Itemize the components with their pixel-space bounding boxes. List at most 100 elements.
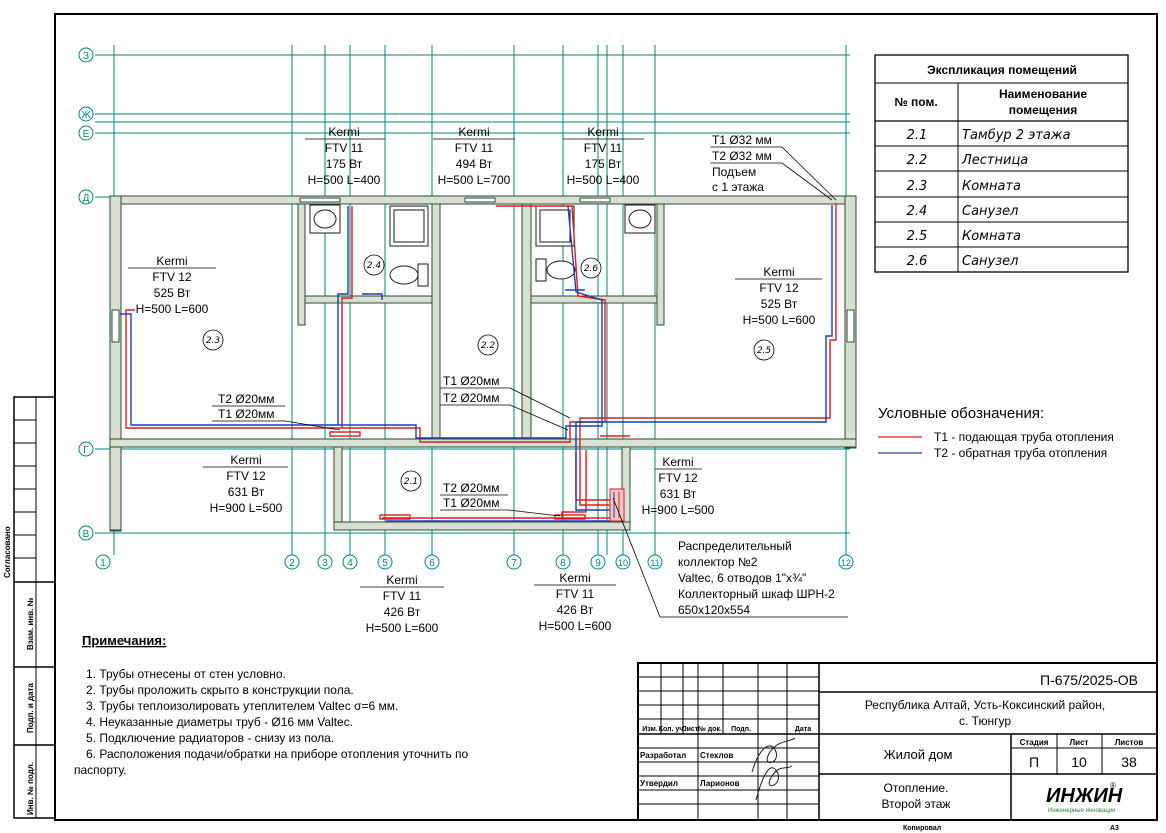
axis-number-bubbles <box>95 554 854 570</box>
stamp-sheet: 10 <box>1071 754 1087 770</box>
radiator-1-power: 175 Вт <box>326 157 363 171</box>
axis-grid <box>95 45 850 555</box>
radiator-4-brand: Kermi <box>156 254 187 268</box>
explication-row-1-no: 2.1 <box>907 128 928 143</box>
axis-label-zh: Ж <box>81 110 91 121</box>
radiator-7-size: H=900 L=500 <box>642 503 715 517</box>
axis-label-v: В <box>83 529 90 540</box>
stamp-address-2: с. Тюнгур <box>959 714 1011 728</box>
logo-registered: ® <box>1110 781 1116 790</box>
radiator-4-size: H=500 L=600 <box>136 302 209 316</box>
sanitary-fixtures <box>309 204 656 287</box>
stamp-code: П-675/2025-ОВ <box>1040 672 1138 688</box>
collector-line-3: Valtec, 6 отводов 1"x¾" <box>678 571 806 585</box>
axis-num-3: 3 <box>322 558 328 569</box>
radiator-7-brand: Kermi <box>662 455 693 469</box>
note-5: 5. Подключение радиаторов - снизу из пол… <box>86 731 334 745</box>
explication-row-5-no: 2.5 <box>907 229 928 244</box>
side-agreed: Согласовано <box>3 526 12 578</box>
axis-num-6: 6 <box>429 558 435 569</box>
note-1: 1. Трубы отнесены от стен условно. <box>86 667 286 681</box>
footer-copied: Копировал <box>903 825 941 832</box>
radiator-6-model: FTV 12 <box>226 469 266 483</box>
room-bubbles <box>202 254 775 492</box>
side-podp: Подп. и дата <box>26 683 35 733</box>
radiator-2-size: H=500 L=700 <box>438 173 511 187</box>
note-6: 6. Расположения подачи/обратки на прибор… <box>86 747 469 761</box>
radiator-3-brand: Kermi <box>587 125 618 139</box>
legend-title: Условные обозначения: <box>878 405 1044 422</box>
riser-note-1: Подъем <box>712 165 756 179</box>
axis-num-4: 4 <box>347 558 353 569</box>
axis-num-5: 5 <box>382 558 388 569</box>
room-2-6-number: 2.6 <box>584 264 599 274</box>
stamp-address-1: Республика Алтай, Усть-Коксинский район, <box>865 698 1105 712</box>
radiator-6-power: 631 Вт <box>228 485 265 499</box>
stamp-col-sheet: Лист <box>1070 738 1089 747</box>
collector-line-4: Коллекторный шкаф ШРН-2 <box>678 587 835 601</box>
radiator-6-size: H=900 L=500 <box>210 501 283 515</box>
openings <box>111 197 855 343</box>
collector-line-5: 650x120x554 <box>678 603 750 617</box>
explication-row-5-name: Комната <box>962 229 1021 244</box>
riser-t1-label: Т1 Ø32 мм <box>712 133 772 147</box>
logo-subtitle: Инженерные инновации <box>1048 808 1116 814</box>
mid-t1-label: Т1 Ø20мм <box>443 374 500 388</box>
radiator-5-size: H=500 L=600 <box>743 313 816 327</box>
axis-num-8: 8 <box>560 558 566 569</box>
axis-label-g: Г <box>83 445 89 456</box>
stamp-stage: П <box>1029 754 1039 770</box>
riser-note-2: с 1 этажа <box>712 180 764 194</box>
footer-format: А3 <box>1110 825 1119 832</box>
explication-row-3-no: 2.3 <box>907 179 928 194</box>
left-t2-label: Т2 Ø20мм <box>218 392 275 406</box>
sheet-frame <box>13 13 1158 821</box>
stamp-role-dev: Разработал <box>640 751 686 760</box>
radiator-1-model: FTV 11 <box>325 141 364 155</box>
axis-num-2: 2 <box>289 558 295 569</box>
collector-cabinet <box>609 488 625 522</box>
signature-developer <box>751 737 796 773</box>
note-3: 3. Трубы теплоизолировать утеплителем Va… <box>86 699 398 713</box>
stamp-sheet-title-1: Отопление. <box>884 781 949 795</box>
radiator-3-size: H=500 L=400 <box>567 173 640 187</box>
explication-row-1-name: Тамбур 2 этажа <box>962 128 1071 143</box>
radiator-8-model: FTV 11 <box>383 589 422 603</box>
stamp-hdr-date: Дата <box>795 726 811 733</box>
radiator-1-size: H=500 L=400 <box>308 173 381 187</box>
room-2-2-number: 2.2 <box>481 341 496 351</box>
mid-t2-label: Т2 Ø20мм <box>443 391 500 405</box>
axis-label-d: Д <box>83 193 90 204</box>
collector-line-1: Распределительный <box>678 539 792 553</box>
riser-t2-label: Т2 Ø32 мм <box>712 149 772 163</box>
low-t1-label: Т1 Ø20мм <box>443 496 500 510</box>
radiator-5-model: FTV 12 <box>759 281 799 295</box>
axis-label-z: З <box>83 51 89 62</box>
explication-col-name-1: Наименование <box>999 87 1087 101</box>
radiator-9-power: 426 Вт <box>557 603 594 617</box>
radiator-8-brand: Kermi <box>386 573 417 587</box>
stamp-col-sheets: Листов <box>1115 738 1144 747</box>
radiator-2-power: 494 Вт <box>456 157 493 171</box>
stamp-building: Жилой дом <box>884 747 953 762</box>
stamp-name-appr: Ларионов <box>700 779 740 788</box>
radiator-7-power: 631 Вт <box>660 487 697 501</box>
room-2-1-number: 2.1 <box>404 477 418 487</box>
explication-row-4-name: Санузел <box>962 204 1018 219</box>
radiator-9-model: FTV 11 <box>556 587 595 601</box>
axis-num-9: 9 <box>595 558 601 569</box>
low-t2-label: Т2 Ø20мм <box>443 481 500 495</box>
radiator-5-power: 525 Вт <box>761 297 798 311</box>
axis-letter-bubbles <box>78 47 94 541</box>
left-t1-label: Т1 Ø20мм <box>218 407 275 421</box>
explication-row-2-no: 2.2 <box>907 153 928 168</box>
company-logo: ИНЖИН ® Инженерные инновации <box>1046 781 1123 814</box>
radiator-8-size: H=500 L=600 <box>366 621 439 635</box>
notes-title: Примечания: <box>82 633 166 648</box>
explication-title: Экспликация помещений <box>927 63 1077 77</box>
stamp-role-appr: Утвердил <box>640 779 678 788</box>
radiator-9-size: H=500 L=600 <box>539 619 612 633</box>
logo-text: ИНЖИН <box>1046 785 1123 807</box>
stamp-hdr-list: Лист <box>682 726 699 733</box>
